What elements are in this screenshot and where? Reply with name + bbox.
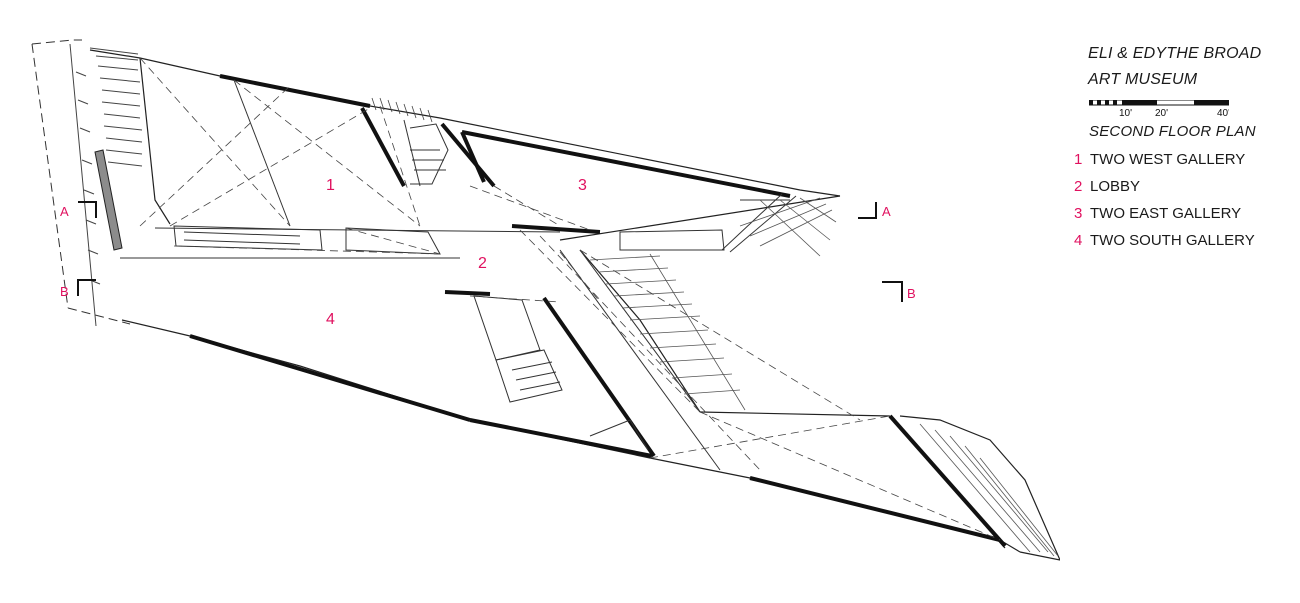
drawing-subtitle: SECOND FLOOR PLAN — [1089, 123, 1256, 140]
drawing-title: ELI & EDYTHE BROAD ART MUSEUM — [1088, 41, 1298, 93]
legend-item: 2 LOBBY — [1074, 177, 1255, 204]
section-marker-b-right: B — [882, 281, 916, 302]
heavy-walls — [189, 74, 1007, 548]
west-wall — [94, 149, 123, 251]
legend-number: 1 — [1074, 151, 1083, 168]
legend-number: 3 — [1074, 205, 1083, 222]
legend-label: TWO WEST GALLERY — [1090, 151, 1246, 168]
building-outline — [89, 49, 1060, 561]
legend-item: 4 TWO SOUTH GALLERY — [1074, 231, 1255, 258]
scale-bar: 10' 20' 40' — [1089, 100, 1229, 118]
room-label-3: 3 — [578, 177, 587, 194]
legend-item: 3 TWO EAST GALLERY — [1074, 204, 1255, 231]
room-label-4: 4 — [326, 311, 335, 328]
section-label-a-right: A — [882, 204, 891, 219]
title-line-2: ART MUSEUM — [1088, 71, 1198, 88]
room-label-1: 1 — [326, 177, 335, 194]
scale-tick-20: 20' — [1155, 108, 1168, 118]
section-label-b-right: B — [907, 286, 916, 301]
legend-label: TWO SOUTH GALLERY — [1090, 232, 1255, 249]
legend-label: TWO EAST GALLERY — [1090, 205, 1242, 222]
legend-label: LOBBY — [1090, 178, 1141, 195]
scale-tick-10: 10' — [1119, 108, 1132, 118]
room-label-2: 2 — [478, 255, 487, 272]
outer-boundary — [31, 39, 131, 325]
legend-item: 1 TWO WEST GALLERY — [1074, 150, 1255, 177]
room-legend: 1 TWO WEST GALLERY 2 LOBBY 3 TWO EAST GALLE… — [1074, 150, 1255, 258]
interior-lines — [120, 79, 797, 471]
ramp-hatching — [589, 197, 1059, 557]
legend-number: 4 — [1074, 232, 1083, 249]
overhead-dashed-lines — [139, 57, 1001, 541]
section-marker-b-left: B — [60, 279, 96, 299]
title-line-1: ELI & EDYTHE BROAD — [1088, 45, 1262, 62]
legend-number: 2 — [1074, 178, 1083, 195]
north-facade-fins — [371, 97, 433, 123]
scale-tick-40: 40' — [1217, 108, 1229, 118]
section-label-b-left: B — [60, 284, 69, 299]
floor-plan-drawing: 1 2 3 4 A B A B — [31, 39, 1060, 561]
section-marker-a-right: A — [858, 202, 891, 219]
section-label-a-left: A — [60, 204, 69, 219]
section-marker-a-left: A — [60, 201, 97, 219]
